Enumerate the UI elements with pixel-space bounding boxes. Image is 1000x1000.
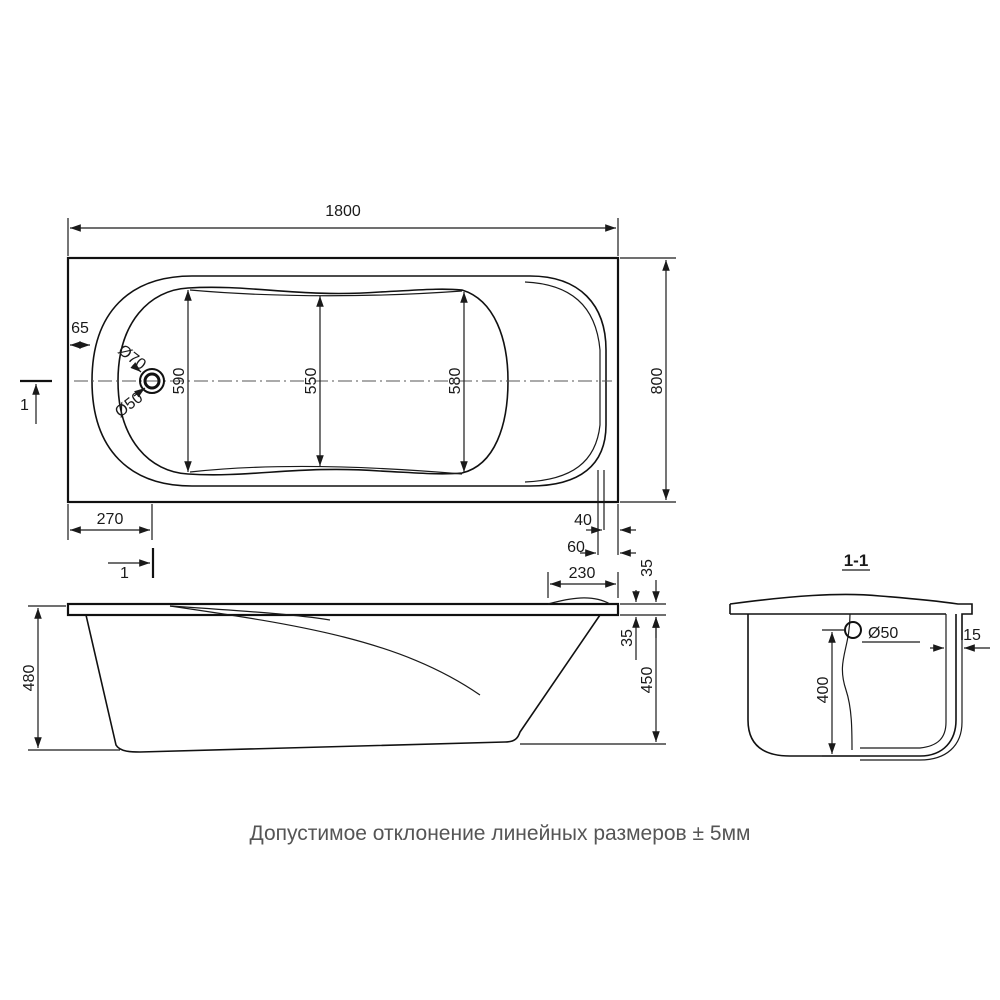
rim-contour — [91, 275, 607, 487]
rim-contour-inner — [524, 281, 601, 483]
side-headrest — [547, 597, 611, 605]
section-wall-inner — [860, 614, 947, 749]
dim-590: 590 — [171, 368, 188, 395]
dim-40: 40 — [574, 512, 592, 529]
dim-800: 800 — [649, 368, 666, 395]
tolerance-note: Допустимое отклонение линейных размеров … — [249, 822, 751, 845]
dim-35-side: 35 — [619, 629, 636, 647]
side-backrest-curve — [169, 605, 481, 696]
side-rim — [66, 602, 620, 617]
dim-60: 60 — [567, 539, 585, 556]
dim-15: 15 — [963, 627, 981, 644]
dim-450: 450 — [639, 667, 656, 694]
basin-bottom — [117, 286, 509, 476]
top-view: Ø70 Ø50 1800 800 65 590 550 580 1 1 — [20, 203, 676, 598]
dim-section-50: Ø50 — [868, 625, 898, 642]
section-rim — [729, 593, 973, 640]
section-marker-bottom: 1 — [120, 565, 129, 582]
drain-inner-label: Ø50 — [112, 389, 146, 421]
drain-outer-label: Ø70 — [115, 342, 149, 374]
dim-35-top: 35 — [639, 559, 656, 577]
section-wall-outer — [860, 640, 963, 761]
drain-inner-icon — [143, 372, 161, 390]
side-view: 480 35 35 450 — [21, 559, 666, 753]
section-body — [747, 614, 957, 757]
backrest-line-top — [189, 289, 463, 297]
dim-230: 230 — [569, 565, 596, 582]
section-view: 1-1 Ø50 400 15 — [729, 551, 990, 761]
side-backrest-curve-2 — [169, 605, 331, 621]
outer-rim — [66, 256, 620, 504]
dim-65: 65 — [71, 320, 89, 337]
dim-400: 400 — [815, 677, 832, 704]
dim-580: 580 — [447, 368, 464, 395]
section-title: 1-1 — [844, 551, 869, 570]
dim-550: 550 — [303, 368, 320, 395]
side-body — [85, 614, 601, 753]
dim-270: 270 — [97, 511, 124, 528]
dim-1800: 1800 — [325, 203, 361, 220]
section-marker-top: 1 — [20, 397, 29, 414]
section-drain-pipe — [841, 613, 853, 751]
backrest-line-bottom — [189, 465, 463, 475]
drain-outer-icon — [139, 368, 165, 394]
overflow-icon — [844, 621, 862, 639]
dim-480: 480 — [21, 665, 38, 692]
